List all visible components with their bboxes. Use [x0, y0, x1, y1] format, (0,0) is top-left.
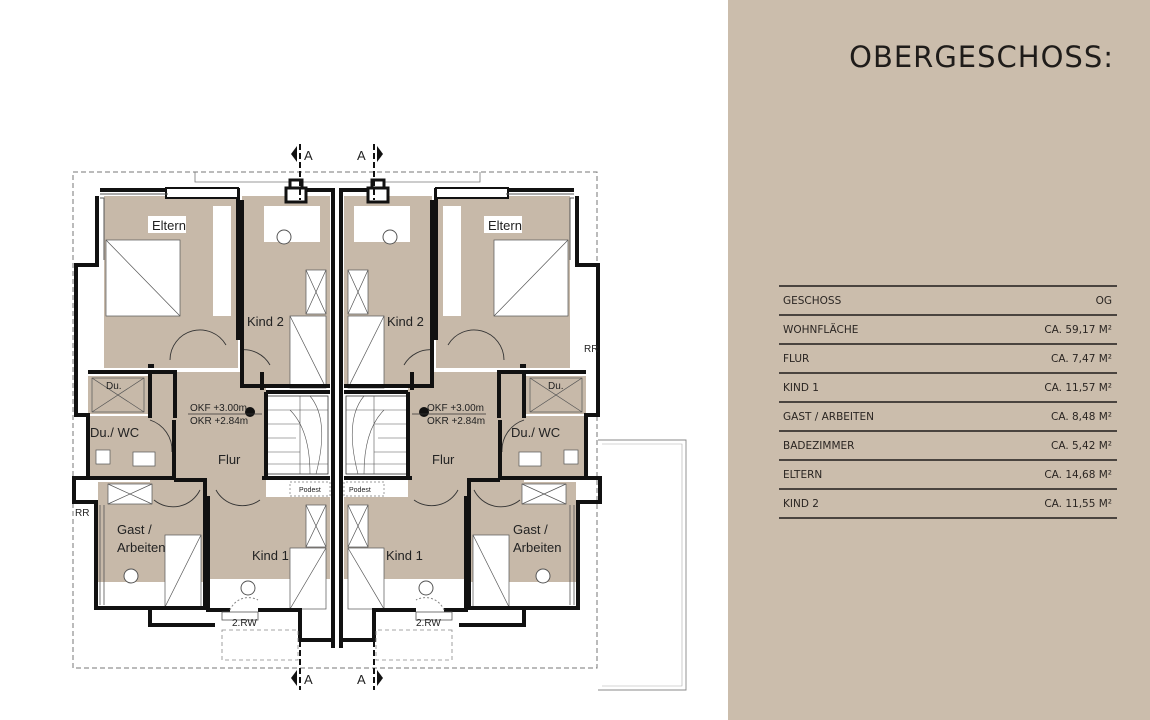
room-label-arbeiten: Arbeiten: [513, 540, 561, 555]
room-label-kind2: Kind 2: [387, 314, 424, 329]
row-value: CA. 11,57 M²: [1044, 381, 1112, 394]
info-panel: OBERGESCHOSS: GESCHOSS OG WOHNFLÄCHE CA. 5…: [728, 0, 1150, 720]
table-row: BADEZIMMER CA. 5,42 M²: [779, 432, 1117, 461]
section-a-label: A: [357, 148, 366, 163]
okr-label: OKR +2.84m: [190, 416, 248, 427]
room-label-du: Du.: [106, 381, 122, 392]
rr-label: RR: [75, 508, 89, 519]
row-label: BADEZIMMER: [783, 439, 855, 452]
rw-label: 2.RW: [416, 618, 441, 629]
terrace-outline: [598, 439, 687, 691]
podest-label: Podest: [349, 487, 371, 494]
row-value: CA. 14,68 M²: [1044, 468, 1112, 481]
row-value: CA. 7,47 M²: [1051, 352, 1112, 365]
roof-outline: [72, 171, 598, 669]
rr-label: RR: [584, 344, 598, 355]
room-label-kind2: Kind 2: [247, 314, 284, 329]
rw-label: 2.RW: [232, 618, 257, 629]
table-row: WOHNFLÄCHE CA. 59,17 M²: [779, 316, 1117, 345]
room-label-du-wc: Du./ WC: [90, 425, 139, 440]
row-value: CA. 59,17 M²: [1044, 323, 1112, 336]
room-label-eltern: Eltern: [488, 218, 522, 233]
row-value: CA. 11,55 M²: [1044, 497, 1112, 510]
room-label-flur: Flur: [218, 452, 241, 467]
section-a-label: A: [357, 672, 366, 687]
row-label: KIND 1: [783, 381, 819, 394]
table-row: ELTERN CA. 14,68 M²: [779, 461, 1117, 490]
row-label: ELTERN: [783, 468, 823, 481]
row-label: FLUR: [783, 352, 810, 365]
section-a-label: A: [304, 148, 313, 163]
table-row: KIND 2 CA. 11,55 M²: [779, 490, 1117, 519]
table-row: GAST / ARBEITEN CA. 8,48 M²: [779, 403, 1117, 432]
room-label-du: Du.: [548, 381, 564, 392]
row-label: GAST / ARBEITEN: [783, 410, 874, 423]
room-label-du-wc: Du./ WC: [511, 425, 560, 440]
row-value: OG: [1095, 294, 1112, 307]
row-label: GESCHOSS: [783, 294, 842, 307]
room-label-flur: Flur: [432, 452, 455, 467]
podest-label: Podest: [299, 487, 321, 494]
okf-label: OKF +3.00m: [427, 403, 484, 414]
unit-left-labels: Eltern Kind 2 Du. Du./ WC OKF +3.00m OKR…: [75, 148, 321, 687]
okf-label: OKF +3.00m: [190, 403, 247, 414]
section-a-label: A: [304, 672, 313, 687]
room-label-kind1: Kind 1: [252, 548, 289, 563]
table-row: KIND 1 CA. 11,57 M²: [779, 374, 1117, 403]
row-label: WOHNFLÄCHE: [783, 323, 859, 336]
unit-right-labels: Eltern Kind 2 Du. Du./ WC OKF +3.00m OKR…: [349, 148, 598, 687]
row-label: KIND 2: [783, 497, 819, 510]
room-label-gast: Gast /: [117, 522, 152, 537]
page-title: OBERGESCHOSS:: [849, 40, 1114, 74]
room-label-kind1: Kind 1: [386, 548, 423, 563]
floor-plan: Eltern Kind 2 Du. Du./ WC OKF +3.00m OKR…: [72, 142, 687, 692]
row-value: CA. 8,48 M²: [1051, 410, 1112, 423]
table-row: GESCHOSS OG: [779, 287, 1117, 316]
room-label-gast: Gast /: [513, 522, 548, 537]
room-label-eltern: Eltern: [152, 218, 186, 233]
area-table: GESCHOSS OG WOHNFLÄCHE CA. 59,17 M² FLUR CA…: [779, 285, 1117, 519]
okr-label: OKR +2.84m: [427, 416, 485, 427]
table-row: FLUR CA. 7,47 M²: [779, 345, 1117, 374]
room-label-arbeiten: Arbeiten: [117, 540, 165, 555]
row-value: CA. 5,42 M²: [1051, 439, 1112, 452]
